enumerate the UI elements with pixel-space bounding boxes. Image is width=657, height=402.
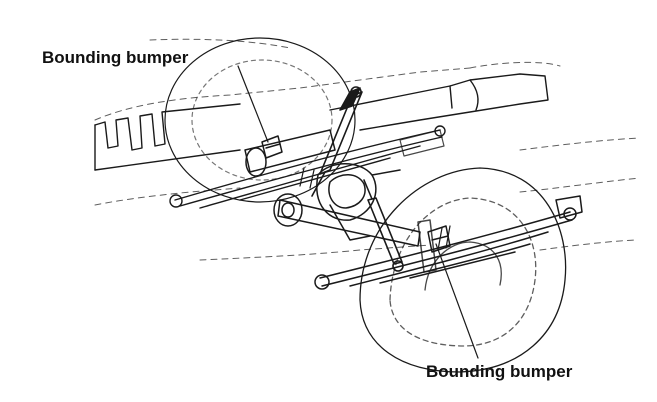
- bottom-leader-line: [435, 243, 479, 359]
- callout-leaders: [237, 65, 479, 359]
- top-leader-line: [237, 65, 269, 143]
- left-rear-wheel: [164, 37, 356, 203]
- right-rear-wheel: [359, 167, 567, 373]
- callout-label-top: Bounding bumper: [42, 48, 189, 67]
- upper-bounding-bumper: [261, 135, 283, 159]
- frame-outline: [94, 38, 641, 261]
- right-frame-rail: [329, 73, 549, 131]
- lower-shock-absorber: [363, 179, 404, 272]
- lower-leaf-spring: [314, 195, 583, 290]
- differential: [316, 163, 401, 241]
- callout-label-bottom: Bounding bumper: [426, 362, 573, 381]
- upper-shock-absorber: [311, 86, 363, 197]
- left-frame-rail: [94, 103, 241, 171]
- u-bolts: [299, 129, 451, 251]
- upper-leaf-spring: [169, 125, 446, 209]
- axle-housing: [244, 129, 421, 247]
